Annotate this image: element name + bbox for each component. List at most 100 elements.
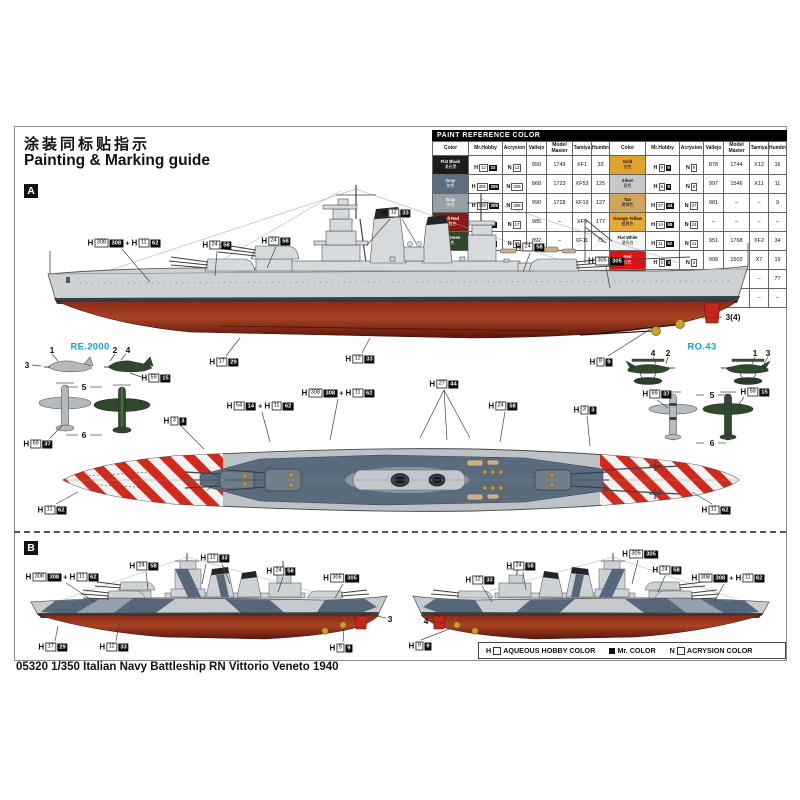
color-name: Red — [623, 254, 632, 260]
propeller — [651, 326, 661, 336]
column-header: Tamiya — [749, 141, 769, 156]
part-number: 3 — [765, 348, 771, 358]
page-title-english: Painting & Marking guide — [24, 152, 211, 169]
paint-value: 1744 — [723, 155, 750, 175]
color-name-cn: 金色 — [623, 164, 632, 170]
battleship-profile-b-left — [30, 553, 388, 640]
paint-value: 34 — [768, 231, 787, 251]
paint-value: 878 — [703, 155, 724, 175]
catapults — [602, 461, 681, 499]
color-name-cn: 灰色 — [446, 202, 455, 208]
part-number: 2 — [112, 345, 118, 355]
paint-value: 1749 — [546, 155, 573, 175]
color-name-cn: 消光黑 — [444, 164, 457, 170]
part-annotation: 4 — [423, 616, 429, 626]
color-name: Flat White — [617, 235, 638, 241]
paint-value: – — [768, 212, 787, 232]
column-header: Tamiya — [572, 141, 592, 156]
column-header: Color — [432, 141, 469, 156]
column-header: Acrysion — [679, 141, 704, 156]
color-name: Gray — [445, 197, 456, 203]
open-box-icon — [493, 646, 502, 655]
paint-table-title: PAINT REFERENCE COLOR — [432, 130, 787, 141]
section-b-badge: B — [24, 541, 38, 555]
open-box-icon — [676, 646, 685, 655]
paint-value: XF1 — [572, 155, 592, 175]
column-header: Humbrol — [591, 141, 610, 156]
column-header: Acrysion — [502, 141, 527, 156]
part-number: 4 — [650, 348, 656, 358]
column-header: Mr.Hobby — [645, 141, 680, 156]
paint-value: X12 — [749, 155, 769, 175]
paint-value: 77 — [768, 269, 787, 289]
sheet-frame — [14, 126, 787, 661]
part-annotation: 3(4) — [725, 312, 741, 322]
part-number: 1 — [752, 348, 758, 358]
legend-item: Mr. COLOR — [609, 646, 656, 655]
rudder — [703, 302, 721, 324]
column-header: Model Master — [546, 141, 573, 156]
color-name: Gray — [445, 178, 456, 184]
column-header: Model Master — [723, 141, 750, 156]
seaplane-group-re2000 — [38, 356, 154, 434]
part-number: 1 — [49, 345, 55, 355]
part-number: 4 — [125, 345, 131, 355]
paint-value: 33 — [591, 155, 610, 175]
column-header: Vallejo — [703, 141, 724, 156]
color-name: Gold — [622, 159, 633, 165]
color-name: Flat Black — [440, 159, 461, 165]
paint-value: – — [768, 288, 787, 308]
product-title: 05320 1/350 Italian Navy Battleship RN V… — [16, 661, 339, 673]
paint-value: 11 — [768, 174, 787, 194]
battleship-topview — [62, 448, 740, 512]
column-header: Humbrol — [768, 141, 787, 156]
part-number: 3 — [24, 360, 30, 370]
color-name: Hull Red — [442, 216, 459, 222]
paint-value: 16 — [768, 155, 787, 175]
